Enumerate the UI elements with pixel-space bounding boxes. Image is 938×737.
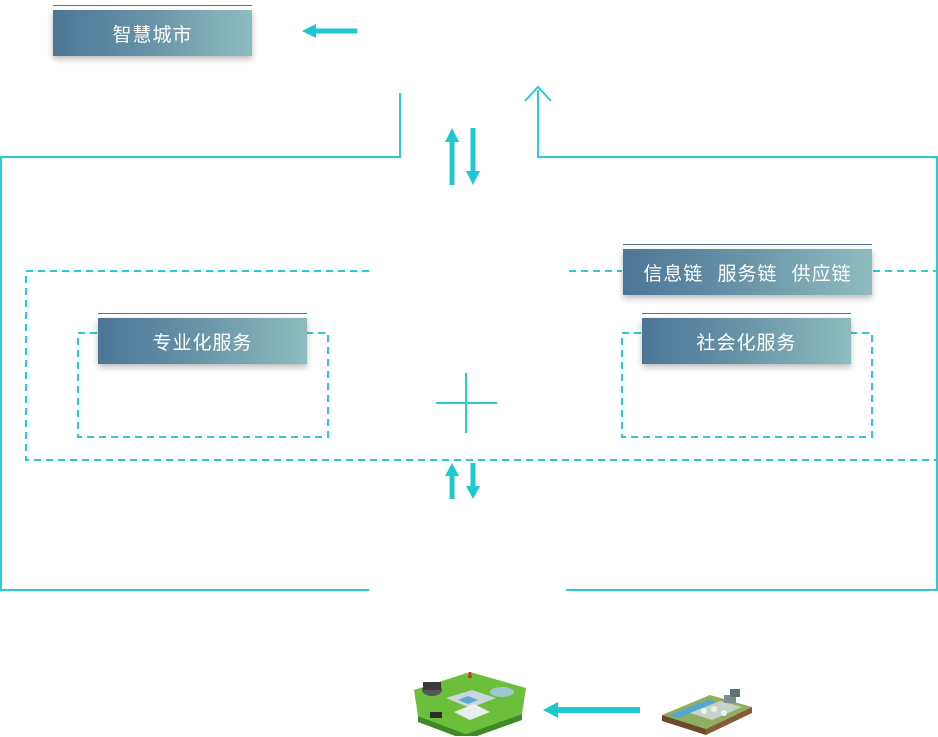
professional-service-label: 专业化服务 <box>98 313 307 364</box>
smart-city-label: 智慧城市 <box>53 5 252 56</box>
pipeline-facility-icon <box>662 689 752 735</box>
outer-frame-right <box>537 90 938 591</box>
professional-service-text: 专业化服务 <box>152 331 253 354</box>
arrow-left-top <box>302 24 357 38</box>
smart-city-text: 智慧城市 <box>112 23 193 46</box>
middle-dashed-frame-left <box>25 270 938 461</box>
bidirectional-arrow-top <box>445 128 480 185</box>
social-service-text: 社会化服务 <box>696 331 797 354</box>
outer-up-arrowhead <box>524 85 552 102</box>
water-treatment-plant-icon <box>414 672 526 736</box>
outer-frame-left <box>0 93 401 591</box>
bidirectional-arrow-bottom <box>445 463 480 499</box>
arrow-left-bottom <box>543 702 640 718</box>
chains-text: 信息链 服务链 供应链 <box>643 262 852 285</box>
social-service-label: 社会化服务 <box>642 313 851 364</box>
chains-label: 信息链 服务链 供应链 <box>623 244 872 295</box>
